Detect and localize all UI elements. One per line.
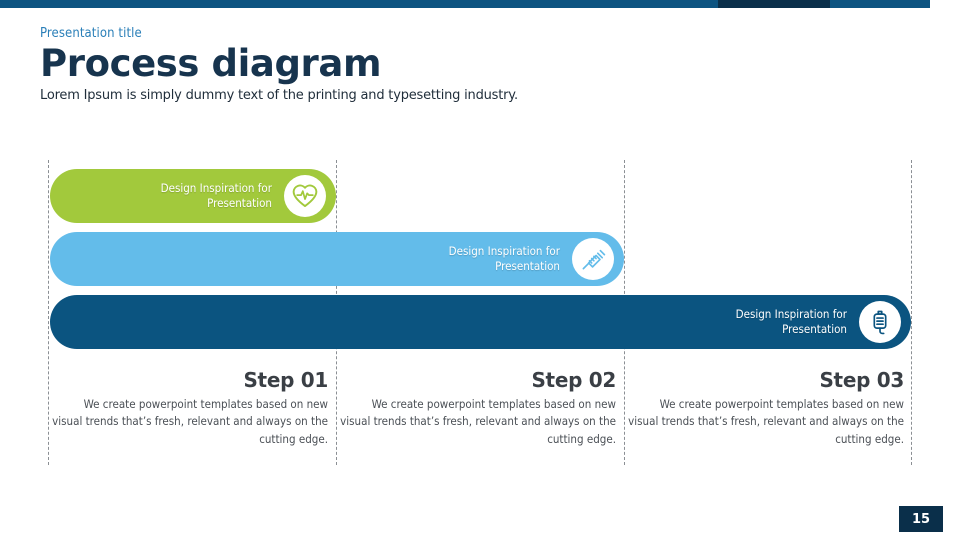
syringe-icon: [572, 238, 614, 280]
process-bar-3[interactable]: Design Inspiration for Presentation: [50, 295, 911, 349]
step-block-2: Step 02 We create powerpoint templates b…: [340, 368, 616, 448]
top-bar-segment-tail: [930, 0, 960, 8]
step-block-1: Step 01 We create powerpoint templates b…: [52, 368, 328, 448]
process-bar-2[interactable]: Design Inspiration for Presentation: [50, 232, 624, 286]
top-bar-segment-right: [830, 0, 930, 8]
step-1-body: We create powerpoint templates based on …: [52, 397, 328, 446]
step-2-body: We create powerpoint templates based on …: [340, 397, 616, 446]
presentation-kicker: Presentation title: [40, 26, 142, 41]
heart-pulse-icon: [284, 175, 326, 217]
top-bar-segment-mid: [718, 0, 830, 8]
process-bar-1-label: Design Inspiration for Presentation: [160, 180, 272, 210]
page-subtitle: Lorem Ipsum is simply dummy text of the …: [40, 88, 518, 104]
step-3-body: We create powerpoint templates based on …: [628, 397, 904, 446]
process-bar-3-label: Design Inspiration for Presentation: [735, 306, 847, 336]
guideline-3: [911, 160, 912, 465]
iv-drip-icon: [859, 301, 901, 343]
top-bar-segment-left: [0, 0, 718, 8]
slide-header: Presentation title Process diagram Lorem…: [40, 26, 740, 103]
step-1-title: Step 01: [243, 368, 328, 392]
step-3-title: Step 03: [819, 368, 904, 392]
page-title: Process diagram: [40, 42, 382, 85]
page-number-badge: 15: [899, 506, 943, 532]
step-2-title: Step 02: [531, 368, 616, 392]
process-bar-1[interactable]: Design Inspiration for Presentation: [50, 169, 336, 223]
process-bar-2-label: Design Inspiration for Presentation: [448, 243, 560, 273]
guideline-0: [48, 160, 49, 465]
step-block-3: Step 03 We create powerpoint templates b…: [628, 368, 904, 448]
top-accent-bar: [0, 0, 960, 8]
